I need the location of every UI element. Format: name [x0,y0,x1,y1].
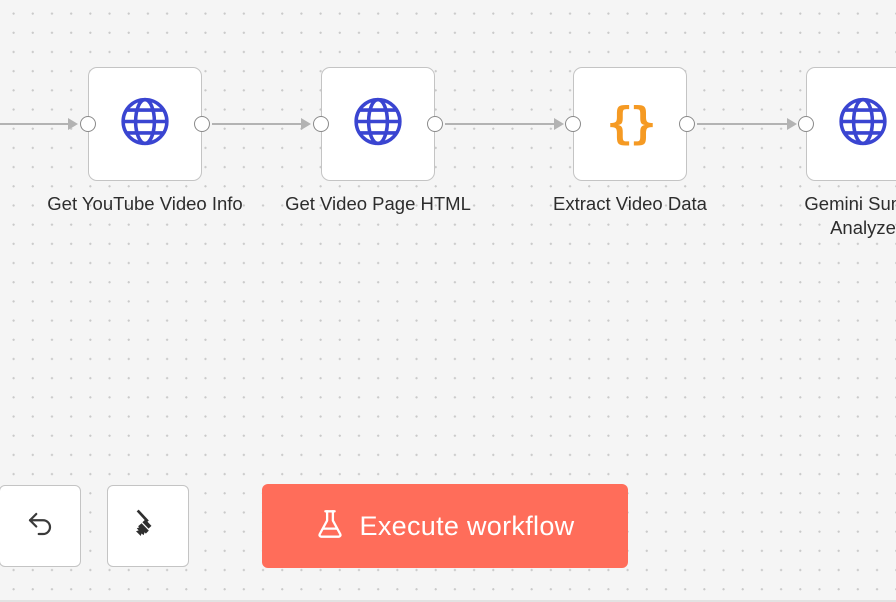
broom-icon [132,508,164,545]
globe-icon [838,97,888,152]
globe-icon [353,97,403,152]
clear-execution-button[interactable] [107,485,189,567]
connection-arrowhead [68,118,78,130]
input-port[interactable] [565,116,581,132]
node-get-video-page-html[interactable] [313,67,443,181]
connection-arrowhead [787,118,797,130]
input-port[interactable] [798,116,814,132]
node-label: Get YouTube Video Info [47,193,243,214]
output-port[interactable] [427,116,443,132]
execute-workflow-button[interactable]: Execute workflow [262,484,628,568]
node-label: Get Video Page HTML [285,193,471,214]
execute-workflow-label: Execute workflow [359,510,575,541]
node-label: Extract Video Data [553,193,707,214]
input-port[interactable] [80,116,96,132]
node-extract-video-data[interactable]: {} [565,67,695,181]
canvas-bottom-border [0,600,896,602]
node-get-youtube-video-info[interactable] [80,67,210,181]
connection-arrowhead [301,118,311,130]
undo-icon [25,509,55,544]
input-port[interactable] [313,116,329,132]
output-port[interactable] [679,116,695,132]
undo-button[interactable] [0,485,81,567]
globe-icon [120,97,170,152]
code-braces-icon: {} [606,98,657,149]
node-gemini-summ-analyze[interactable] [798,67,896,181]
output-port[interactable] [194,116,210,132]
connection-arrowhead [554,118,564,130]
flask-icon [316,509,344,544]
node-label: Gemini Summ Analyze [804,193,896,238]
